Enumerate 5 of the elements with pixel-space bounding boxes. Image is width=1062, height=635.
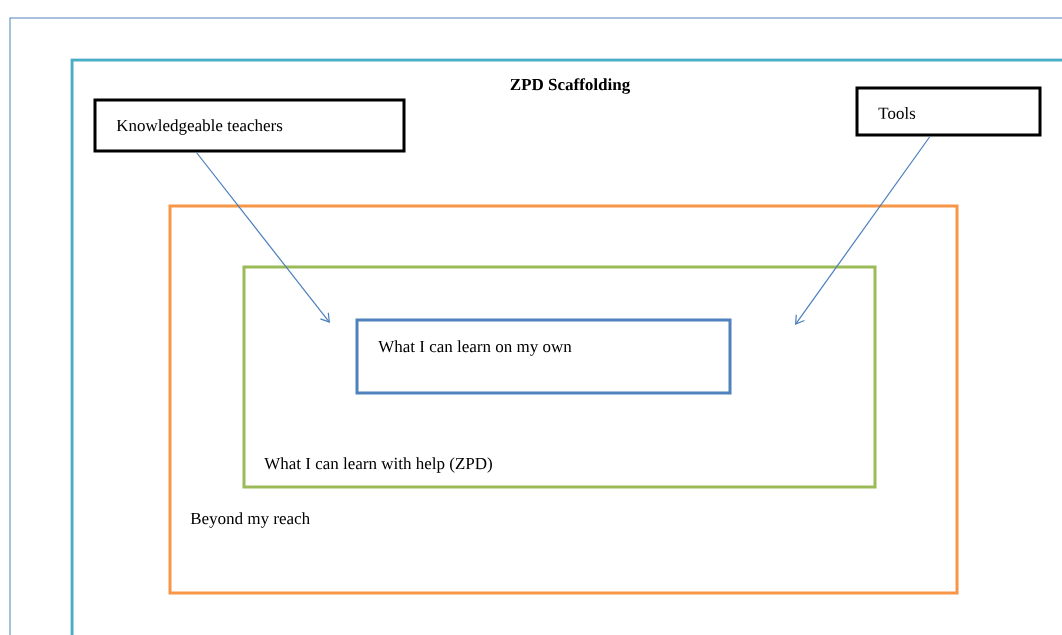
text-box: Tools	[855, 86, 1042, 137]
zone-box: What I can learn on my own	[355, 318, 732, 395]
text-box: Knowledgeable teachers	[93, 98, 406, 153]
arrow	[795, 135, 931, 325]
arrow	[195, 151, 330, 323]
